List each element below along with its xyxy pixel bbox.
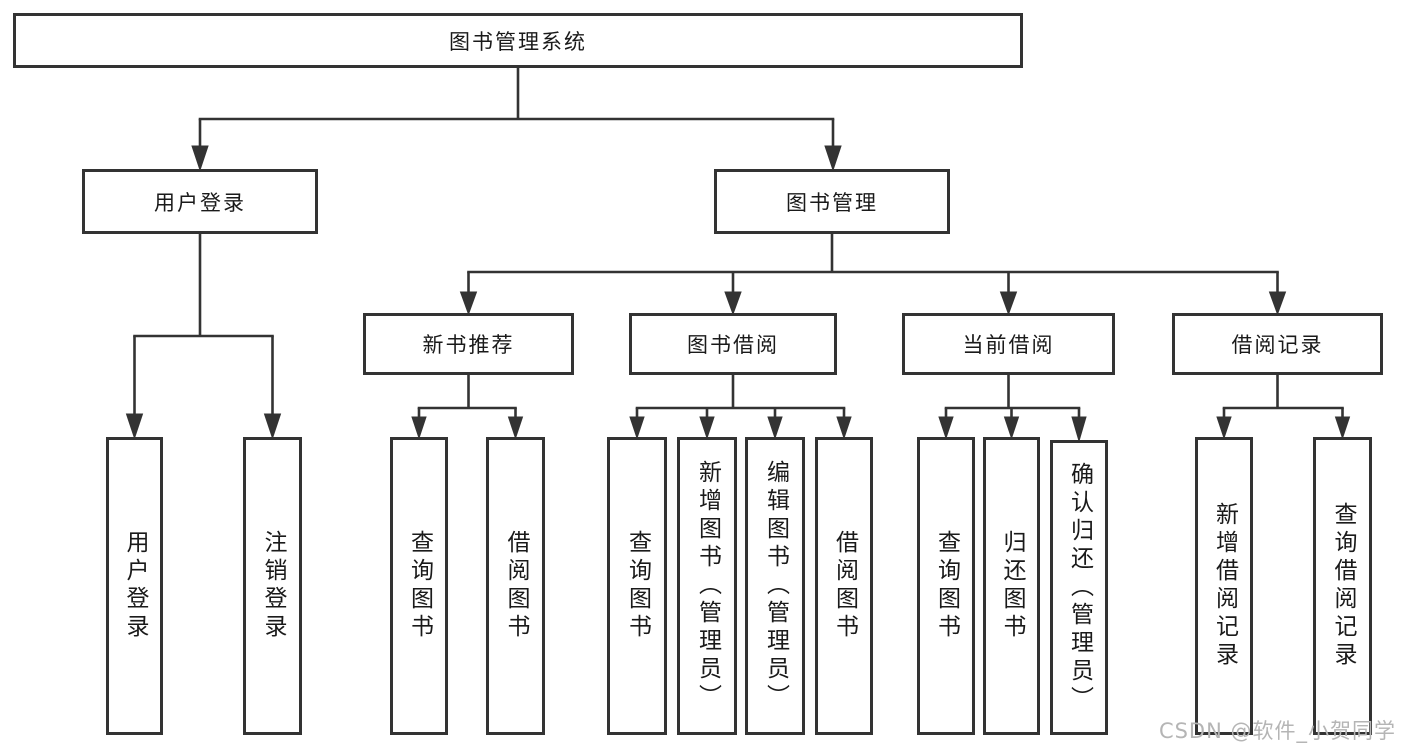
node-logout-action: 注销登录 <box>243 437 302 735</box>
node-nbr-query-books: 查询图书 <box>390 437 448 735</box>
node-bb-query-books: 查询图书 <box>607 437 667 735</box>
node-user-login-action: 用户登录 <box>106 437 163 735</box>
node-borrowing-records: 借阅记录 <box>1172 313 1383 375</box>
edge-borrowing-records-children <box>1216 375 1351 440</box>
node-book-management: 图书管理 <box>714 169 950 234</box>
edge-root-to-level2 <box>191 68 842 172</box>
node-br-query-record: 查询借阅记录 <box>1313 437 1372 735</box>
edge-new-book-recommend-children <box>411 375 524 440</box>
node-current-borrowing: 当前借阅 <box>902 313 1115 375</box>
node-br-add-record: 新增借阅记录 <box>1195 437 1253 735</box>
csdn-watermark: CSDN @软件_小贺同学 <box>1158 719 1396 743</box>
node-cb-return-books: 归还图书 <box>983 437 1040 735</box>
edge-current-borrowing-children <box>938 375 1087 443</box>
node-bb-borrow-books: 借阅图书 <box>815 437 873 735</box>
node-new-book-recommend: 新书推荐 <box>363 313 574 375</box>
node-user-login: 用户登录 <box>82 169 318 234</box>
node-cb-confirm-return-admin: 确认归还（管理员） <box>1050 440 1108 735</box>
edge-user-login-children <box>125 234 282 440</box>
edge-book-borrowing-children <box>629 375 852 440</box>
edge-book-management-children <box>459 234 1287 316</box>
node-cb-query-books: 查询图书 <box>917 437 975 735</box>
node-book-borrowing: 图书借阅 <box>629 313 837 375</box>
node-bb-edit-books-admin: 编辑图书（管理员） <box>745 437 805 735</box>
node-nbr-borrow-books: 借阅图书 <box>486 437 545 735</box>
node-root-system: 图书管理系统 <box>13 13 1023 68</box>
node-bb-add-books-admin: 新增图书（管理员） <box>677 437 737 735</box>
